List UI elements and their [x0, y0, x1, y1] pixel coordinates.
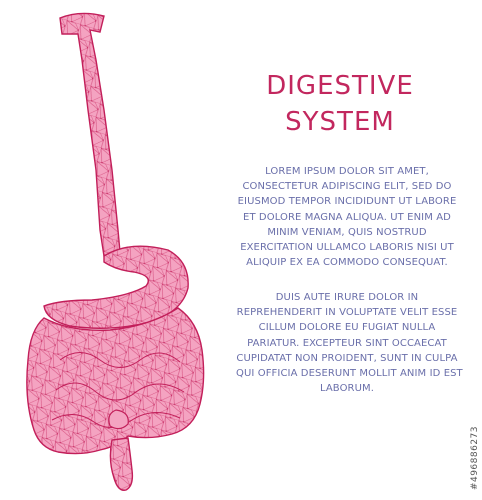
text-line: QUI OFFICIA DESERUNT MOLLIT ANIM ID EST	[236, 368, 463, 380]
title-line-1: DIGESTIVE	[266, 71, 414, 101]
intestines	[26, 307, 205, 491]
text-line: REPREHENDERIT IN VOLUPTATE VELIT ESSE	[236, 307, 458, 319]
text-line: LABORUM.	[319, 383, 375, 395]
text-line: PARIATUR. EXCEPTEUR SINT OCCAECAT	[247, 337, 447, 349]
body-paragraph-1: LOREM IPSUM DOLOR SIT AMET, CONSECTETUR …	[236, 164, 458, 270]
text-line: EIUSMOD TEMPOR INCIDIDUNT UT LABORE	[237, 196, 457, 208]
body-paragraph-2: DUIS AUTE IRURE DOLOR IN REPREHENDERIT I…	[236, 290, 463, 396]
stomach	[43, 245, 189, 329]
text-line: LOREM IPSUM DOLOR SIT AMET,	[265, 166, 429, 177]
text-line: CILLUM DOLORE EU FUGIAT NULLA	[258, 322, 436, 334]
stock-id: #496886273	[470, 425, 480, 490]
text-line: CUPIDATAT NON PROIDENT, SUNT IN CULPA	[236, 352, 458, 364]
text-line: ALIQUIP EX EA COMMODO CONSEQUAT.	[246, 257, 448, 269]
text-line: EXERCITATION ULLAMCO LABORIS NISI UT	[240, 242, 454, 254]
text-line: DUIS AUTE IRURE DOLOR IN	[275, 292, 419, 303]
text-line: MINIM VENIAM, QUIS NOSTRUD	[267, 226, 427, 238]
title-line-2: SYSTEM	[285, 107, 395, 137]
text-line: CONSECTETUR ADIPISCING ELIT, SED DO	[242, 181, 452, 193]
esophagus	[59, 12, 121, 259]
page-title: DIGESTIVE SYSTEM	[250, 68, 430, 140]
text-line: ET DOLORE MAGNA ALIQUA. UT ENIM AD	[243, 211, 451, 223]
